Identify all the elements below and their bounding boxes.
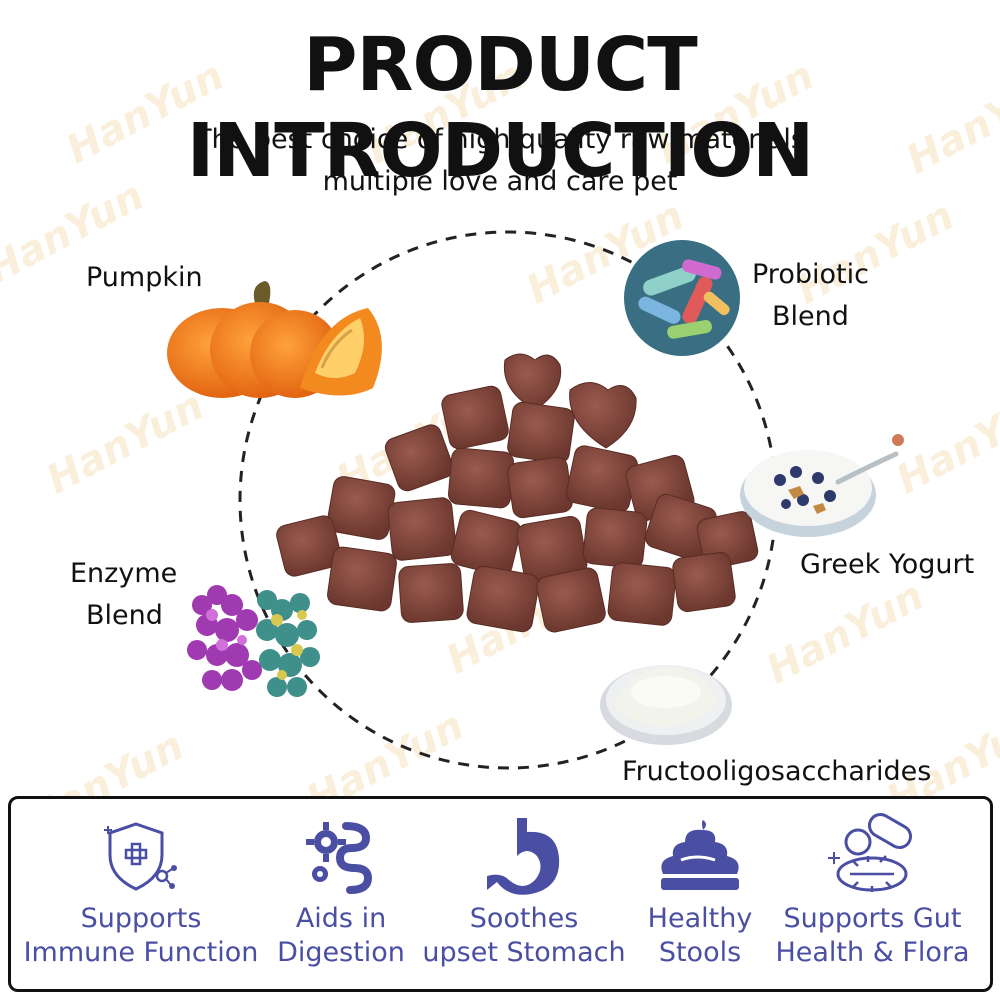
stool-icon (661, 820, 739, 890)
benefit-label-line-1: Soothes (469, 903, 579, 934)
treats-pile-image (276, 353, 759, 633)
fos-label: Fructooligosaccharides (622, 756, 932, 787)
greek-yogurt-label: Greek Yogurt (800, 549, 975, 580)
enzyme-blend-image (187, 585, 320, 697)
benefit-label-line-1: Supports Gut (783, 903, 962, 934)
benefit-stomach: Soothes upset Stomach (418, 812, 630, 970)
shield-molecule-icon (104, 822, 177, 891)
benefit-gut-flora: Supports Gut Health & Flora (770, 812, 975, 970)
subtitle-line-2: multiple love and care pet (322, 166, 678, 197)
benefit-label-line-2: Immune Function (23, 937, 259, 968)
enzyme-label-line-2: Blend (86, 600, 163, 631)
bacteria-icon (827, 813, 912, 892)
probiotic-label-line-2: Blend (772, 301, 849, 332)
benefit-label-line-2: Health & Flora (775, 937, 970, 968)
benefit-immune: Supports Immune Function (16, 812, 266, 970)
benefit-label-line-1: Supports (80, 903, 202, 934)
gear-intestine-icon (306, 822, 373, 894)
probiotic-label: Probiotic (752, 259, 869, 290)
benefit-digestion: Aids in Digestion (276, 812, 406, 970)
benefit-label-line-1: Healthy (647, 903, 753, 934)
page-title: PRODUCT INTRODUCTION (186, 22, 815, 194)
enzyme-label: Enzyme (70, 558, 178, 589)
subtitle-line-1: The best choice of high quality raw mate… (195, 124, 805, 155)
pumpkin-label: Pumpkin (86, 262, 203, 293)
fos-powder-image (600, 665, 732, 745)
benefit-stools: Healthy Stools (640, 812, 760, 970)
probiotic-image (624, 240, 740, 356)
benefits-panel (8, 796, 993, 992)
pumpkin-image (167, 281, 382, 398)
greek-yogurt-image (740, 434, 904, 537)
stomach-icon (487, 818, 560, 895)
benefit-label-line-2: Stools (658, 937, 742, 968)
benefit-label-line-2: Digestion (277, 937, 405, 968)
benefit-label-line-1: Aids in (295, 903, 387, 934)
benefit-label-line-2: upset Stomach (422, 937, 626, 968)
